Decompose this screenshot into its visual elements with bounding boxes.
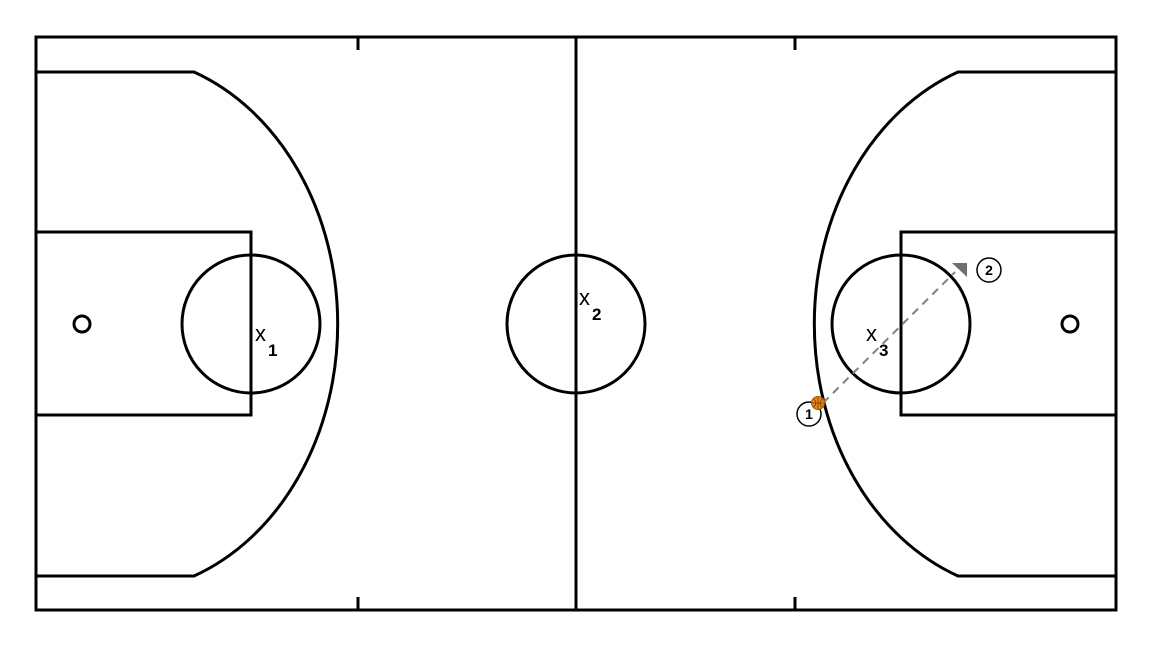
three-point-line-right [812,70,1116,578]
defender-x1-number: 1 [268,341,277,360]
defender-x3-number: 3 [879,341,888,360]
defender-x2: x 2 [579,285,601,324]
defender-x1-letter: x [255,321,266,346]
offense-player-2-number: 2 [985,262,993,278]
defender-x2-number: 2 [592,305,601,324]
offense-player-1: 1 [796,396,825,427]
pass-arrowhead [952,263,967,277]
offense-player-2: 2 [976,257,1002,283]
offense-player-1-number: 1 [805,406,813,422]
defender-x3: x 3 [866,321,888,360]
key-right [899,230,1118,417]
defender-x3-letter: x [866,321,877,346]
offense-player-2-circle [976,257,1002,283]
basket-left [72,314,92,334]
center-circle [505,253,647,395]
defender-x2-letter: x [579,285,590,310]
basket-right [1060,314,1080,334]
defender-x1: x 1 [255,321,277,360]
free-throw-circle-right [830,253,972,395]
basketball-icon [811,396,825,410]
pass-line [822,271,956,404]
free-throw-circle-left [180,253,322,395]
three-point-line-left [36,70,340,578]
key-left [34,230,253,417]
